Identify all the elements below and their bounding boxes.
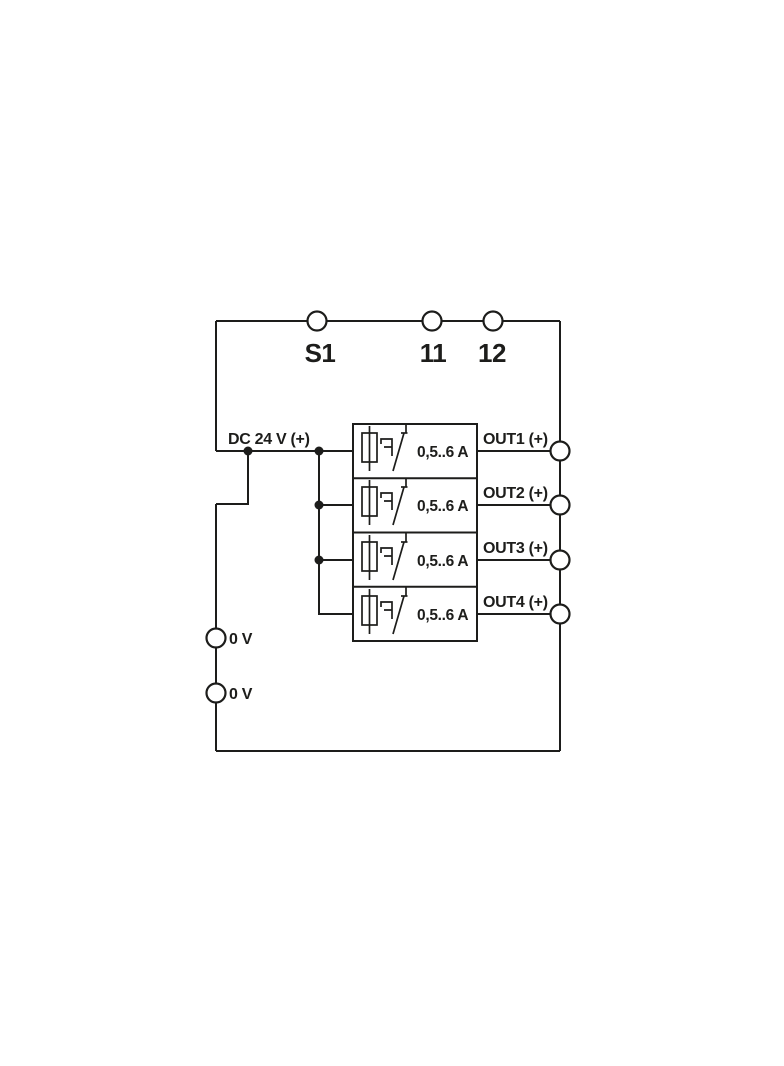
channel-4: 0,5..6 A OUT4 (+) [361,587,571,635]
terminal-out1 [549,440,571,462]
terminal-out2 [549,494,571,516]
thermal-release-icon [380,601,393,619]
terminal-12-label: 12 [478,338,506,368]
ground-terminals: 0 V 0 V [205,627,253,704]
channel-rating-label: 0,5..6 A [417,553,468,570]
junction-dot [314,500,324,510]
output-label: OUT1 (+) [483,431,548,448]
junction-dot [243,446,253,456]
channel-rating-label: 0,5..6 A [417,607,468,624]
terminal-12 [482,310,504,332]
enclosure-outline [215,320,561,752]
terminal-0v-1-label: 0 V [229,631,253,648]
terminal-0v-2-label: 0 V [229,686,253,703]
breaker-contact-icon [392,424,408,472]
supply-input-label: DC 24 V (+) [228,431,310,448]
fuse-icon [361,480,378,525]
supply-wiring [216,446,353,615]
terminal-11 [421,310,443,332]
channel-1: 0,5..6 A OUT1 (+) [361,424,571,472]
channel-rating-label: 0,5..6 A [417,498,468,515]
channel-2: 0,5..6 A OUT2 (+) [361,478,571,526]
top-terminals: S1 11 12 [305,310,506,368]
thermal-release-icon [380,547,393,565]
fuse-icon [361,426,378,471]
junction-dot [314,555,324,565]
supply-bus-wire [318,451,353,615]
terminal-out4 [549,603,571,625]
breaker-contact-icon [392,587,408,635]
thermal-release-icon [380,492,393,510]
fuse-icon [361,589,378,634]
output-label: OUT2 (+) [483,485,548,502]
channel-3: 0,5..6 A OUT3 (+) [361,533,571,581]
terminal-0v-1 [205,627,227,649]
terminal-out3 [549,549,571,571]
supply-step-wire [216,451,249,505]
terminal-s1-label: S1 [305,338,336,368]
thermal-release-icon [380,438,393,456]
fuse-icon [361,535,378,580]
terminal-11-label: 11 [420,338,447,368]
output-label: OUT4 (+) [483,594,548,611]
output-label: OUT3 (+) [483,540,548,557]
terminal-0v-2 [205,682,227,704]
breaker-block [352,423,478,642]
terminal-s1 [306,310,328,332]
breaker-contact-icon [392,533,408,581]
channel-rating-label: 0,5..6 A [417,444,468,461]
breaker-contact-icon [392,478,408,526]
junction-dot [314,446,324,456]
